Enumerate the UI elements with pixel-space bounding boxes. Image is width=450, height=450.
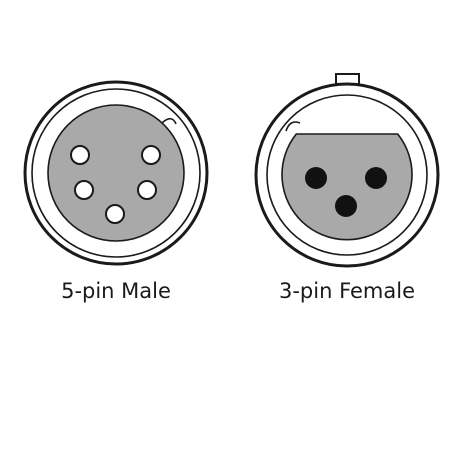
male-pin	[70, 145, 90, 165]
female-key-notch	[285, 121, 301, 132]
male-pin	[137, 180, 157, 200]
female-socket-face	[281, 133, 413, 241]
male-pin	[105, 204, 125, 224]
female-sockets	[305, 167, 387, 217]
female-socket	[335, 195, 357, 217]
female-socket	[305, 167, 327, 189]
male-pins	[70, 145, 161, 224]
male-connector-label: 5-pin Male	[61, 279, 171, 303]
connector-3-pin-female: 3-pin Female	[254, 73, 440, 303]
female-connector-label: 3-pin Female	[279, 279, 415, 303]
male-pin	[141, 145, 161, 165]
female-socket	[365, 167, 387, 189]
male-pin-face	[47, 104, 185, 242]
connector-5-pin-male: 5-pin Male	[23, 80, 209, 303]
male-pin	[74, 180, 94, 200]
male-key-notch	[161, 117, 177, 125]
